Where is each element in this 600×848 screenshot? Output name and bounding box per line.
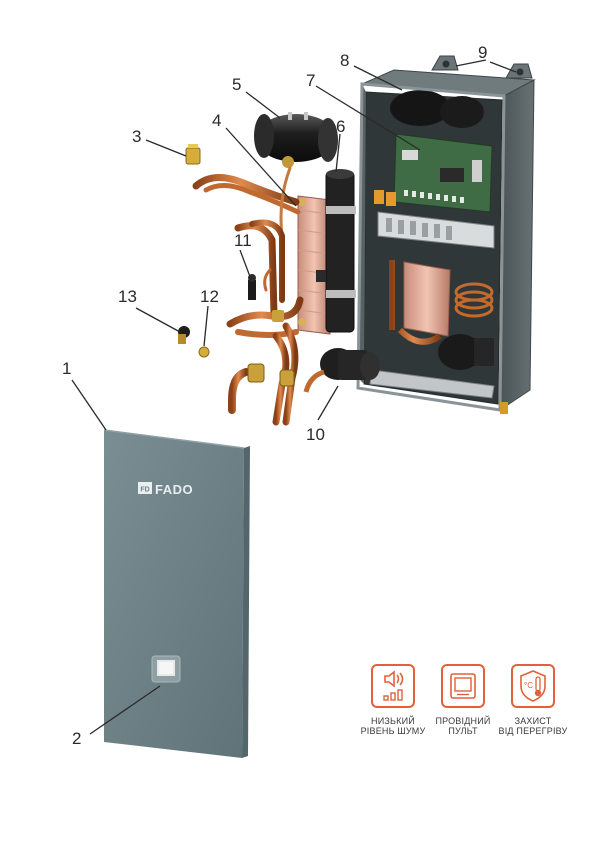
feature-wired-remote: ПРОВІДНИЙ ПУЛЬТ — [422, 664, 504, 736]
speaker-low-noise-icon — [371, 664, 415, 708]
feature-overheat-protection: °C ЗАХИСТ ВІД ПЕРЕГРІВУ — [492, 664, 574, 736]
pressure-sensor — [248, 274, 256, 300]
callout-11: 11 — [234, 231, 252, 250]
feature-overheat-line1: ЗАХИСТ — [514, 716, 552, 726]
expansion-tank — [254, 112, 338, 168]
wired-control-panel — [151, 655, 181, 683]
callout-3: 3 — [132, 127, 141, 146]
electric-heater — [316, 169, 356, 333]
feature-wired-remote-line2: ПУЛЬТ — [448, 726, 478, 736]
logo-text: FADO — [155, 482, 193, 497]
thermometer-overheat-icon: °C — [511, 664, 555, 708]
callout-12: 12 — [200, 287, 219, 306]
callout-10: 10 — [306, 425, 325, 444]
wired-remote-icon — [441, 664, 485, 708]
svg-text:°C: °C — [524, 681, 533, 690]
cabinet — [356, 55, 536, 414]
callout-4: 4 — [212, 111, 221, 130]
brass-fittings — [185, 144, 295, 387]
fado-logo: FD FADO — [138, 482, 193, 497]
feature-low-noise: НИЗЬКИЙ РІВЕНЬ ШУМУ — [352, 664, 434, 736]
callout-9: 9 — [478, 43, 487, 62]
plate-heat-exchanger — [297, 195, 331, 335]
feature-wired-remote-line1: ПРОВІДНИЙ — [435, 716, 491, 726]
callout-numbers: 1 2 3 4 5 6 7 8 9 10 11 12 13 — [62, 43, 487, 748]
callout-1: 1 — [62, 359, 71, 378]
feature-overheat-line2: ВІД ПЕРЕГРІВУ — [498, 726, 568, 736]
callout-5: 5 — [232, 75, 241, 94]
circulation-pump — [303, 348, 380, 393]
leader-lines — [71, 59, 517, 735]
logo-mark: FD — [140, 487, 149, 494]
callout-2: 2 — [72, 729, 81, 748]
front-panel: FD FADO — [103, 429, 250, 758]
callout-13: 13 — [118, 287, 137, 306]
feature-low-noise-line2: РІВЕНЬ ШУМУ — [360, 726, 426, 736]
callout-6: 6 — [336, 117, 345, 136]
feature-low-noise-line1: НИЗЬКИЙ — [371, 716, 415, 726]
callout-7: 7 — [306, 71, 315, 90]
callout-8: 8 — [340, 51, 349, 70]
drain-valve — [178, 326, 190, 344]
